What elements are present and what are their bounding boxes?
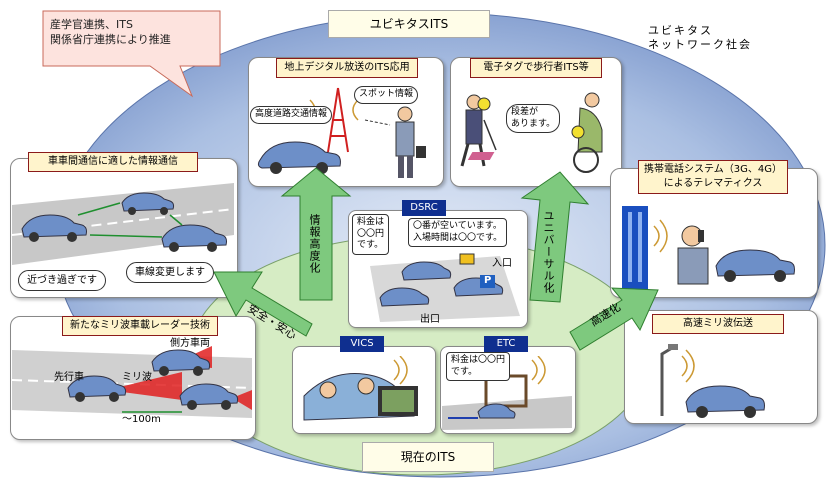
society-label-line1: ユビキタス — [648, 24, 713, 37]
car-icon — [257, 141, 341, 174]
dsrc-fee-line1: 料金は — [357, 217, 385, 227]
telematics-illustration — [622, 206, 795, 290]
smiley-icon — [477, 97, 491, 111]
top-banner: ユビキタスITS — [328, 10, 490, 38]
e-tag-icon — [467, 152, 495, 160]
car-icon — [401, 261, 452, 281]
dsrc-parking-sign: P — [480, 275, 496, 288]
car-icon — [477, 403, 516, 419]
step-warning-line1: 段差が — [511, 107, 539, 117]
radar-range-label: ～100m — [122, 414, 161, 425]
etc-fee-bubble: 料金は〇〇円 です。 — [446, 352, 511, 382]
panel-radar-title: 新たなミリ波車載レーダー技術 — [62, 316, 218, 336]
spot-info-bubble: スポット情報 — [354, 86, 419, 104]
vics-illustration — [303, 356, 418, 421]
car-icon — [715, 249, 795, 282]
bottom-banner: 現在のITS — [362, 442, 494, 472]
vics-tag: VICS — [340, 336, 384, 352]
panel-telematics-title: 携帯電話システム（3G、4G） によるテレマティクス — [638, 160, 788, 194]
car-icon — [151, 349, 211, 376]
dsrc-entrance-label: 入口 — [492, 258, 512, 269]
wheelchair-person-icon — [573, 92, 603, 173]
radar-illustration — [12, 346, 252, 418]
step-warning-bubble: 段差が あります。 — [506, 104, 561, 134]
etc-fee-line2: です。 — [451, 366, 478, 377]
society-label-line2: ネットワーク社会 — [648, 37, 752, 51]
v2v-illustration — [12, 183, 234, 265]
too-close-bubble: 近づき過ぎです — [18, 270, 106, 291]
info-arrow-label: 情報高度化 — [308, 214, 321, 274]
panel-pedestrian-title: 電子タグで歩行者ITS等 — [470, 58, 602, 78]
etc-fee-line1: 料金は〇〇円 — [451, 355, 506, 365]
dsrc-tag: DSRC — [402, 200, 446, 216]
speed-arrow — [569, 287, 659, 351]
info-arrow — [280, 167, 352, 301]
dsrc-exit-label: 出口 — [420, 314, 440, 325]
panel-broadcast-title: 地上デジタル放送のITS応用 — [276, 58, 418, 78]
dsrc-parking-line1: 〇番が空いています。 — [413, 221, 502, 231]
callout-text: 産学官連携、ITS 関係省庁連携により推進 — [50, 18, 171, 48]
car-icon — [685, 385, 765, 418]
panel-v2v-title: 車車間通信に適した情報通信 — [28, 152, 198, 172]
person-phone-icon — [677, 225, 709, 285]
traffic-info-bubble: 高度道路交通情報 — [250, 106, 333, 124]
callout-line1: 産学官連携、ITS — [50, 18, 133, 31]
etc-tag: ETC — [484, 336, 528, 352]
mmwave-illustration — [660, 344, 765, 418]
dsrc-parking-bubble: 〇番が空いています。 入場時間は〇〇です。 — [408, 218, 508, 248]
dsrc-fee-line3: です。 — [357, 240, 384, 251]
building-icon — [622, 206, 648, 290]
car-icon — [179, 383, 239, 410]
dsrc-parking-line2: 入場時間は〇〇です。 — [413, 232, 503, 243]
car-icon — [67, 375, 127, 402]
safety-arrow — [213, 271, 313, 337]
car-icon — [21, 214, 87, 242]
callout-line2: 関係省庁連携により推進 — [50, 32, 171, 46]
pedestrian-illustration — [460, 92, 603, 173]
universal-arrow-label: ユニバーサル化 — [542, 210, 555, 294]
radar-mmwave-label: ミリ波 — [122, 372, 152, 383]
broadcast-tower-icon — [327, 87, 349, 153]
person-phone-icon — [395, 106, 426, 178]
universal-arrow — [520, 171, 590, 303]
car-icon — [379, 287, 430, 307]
radar-lead-vehicle-label: 先行車 — [54, 372, 84, 383]
lane-change-bubble: 車線変更します — [126, 262, 214, 283]
dsrc-fee-line2: 〇〇円 — [357, 228, 385, 239]
dsrc-fee-bubble: 料金は 〇〇円 です。 — [352, 214, 390, 256]
car-icon — [121, 192, 175, 215]
broadcast-illustration — [257, 87, 426, 178]
car-icon — [161, 224, 227, 252]
step-warning-line2: あります。 — [511, 118, 556, 129]
society-label: ユビキタス ネットワーク社会 — [648, 24, 752, 52]
telematics-title-line1: 携帯電話システム（3G、4G） — [644, 164, 782, 175]
radar-side-vehicle-label: 側方車両 — [170, 338, 210, 349]
street-light-icon — [660, 344, 678, 416]
telematics-title-line2: によるテレマティクス — [663, 178, 763, 189]
etc-illustration — [442, 356, 572, 430]
panel-mmwave-transmission-title: 高速ミリ波伝送 — [652, 314, 784, 334]
callout-shape — [42, 10, 221, 98]
